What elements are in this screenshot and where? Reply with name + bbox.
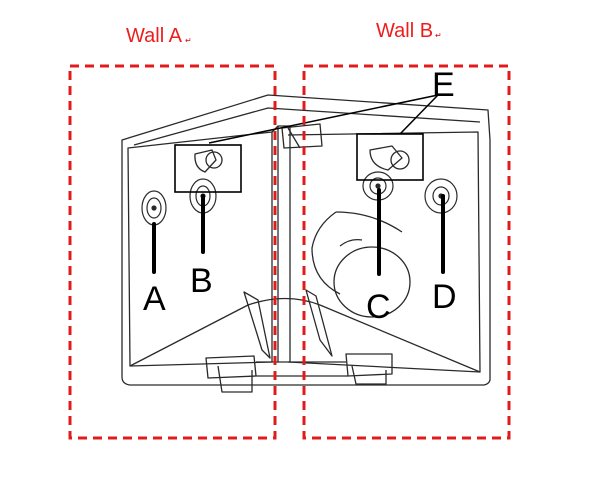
wall-b-title: Wall B xyxy=(376,20,433,42)
wall-b-return-mark: ↵ xyxy=(435,31,442,40)
marker-label-e: E xyxy=(432,66,455,104)
callout-box-e-right xyxy=(356,133,424,181)
marker-label-a: A xyxy=(143,280,166,318)
marker-label-d: D xyxy=(432,278,457,316)
wall-a-region xyxy=(68,64,277,440)
wall-b-region xyxy=(302,64,511,440)
leader-line-e-left xyxy=(208,94,439,144)
marker-label-b: B xyxy=(190,262,213,300)
callout-box-e-left xyxy=(174,144,242,193)
leader-line-e-right xyxy=(399,94,439,135)
box-outline xyxy=(121,94,491,393)
wall-a-return-mark: ↵ xyxy=(185,36,192,45)
wall-a-title: Wall A xyxy=(126,25,183,47)
knockout-hole-a xyxy=(141,190,167,226)
marker-label-c: C xyxy=(366,288,391,326)
